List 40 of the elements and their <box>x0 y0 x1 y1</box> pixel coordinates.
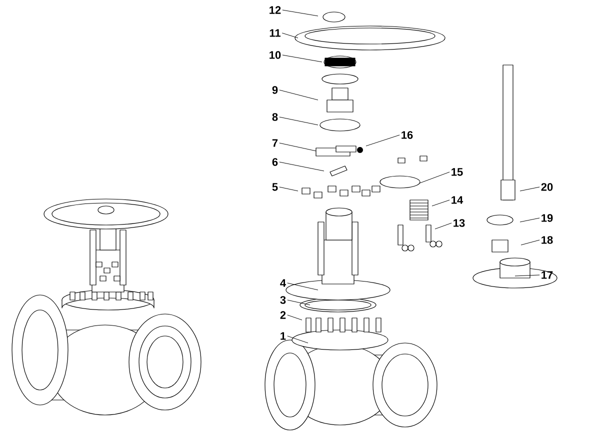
leader-line <box>279 142 316 152</box>
callout-number: 8 <box>272 113 278 121</box>
leader-line <box>282 10 318 16</box>
callout-number: 18 <box>542 236 553 244</box>
leader-line <box>434 222 452 230</box>
callout-number: 19 <box>542 214 553 222</box>
leader-line <box>520 240 540 246</box>
leader-line <box>282 32 298 38</box>
callout-number: 14 <box>452 196 464 204</box>
callout-number: 6 <box>272 158 278 166</box>
leader-line <box>420 172 450 184</box>
callout-number: 16 <box>402 131 413 139</box>
callout-number: 10 <box>270 51 281 59</box>
callout-number: 20 <box>541 183 553 191</box>
leader-line <box>279 186 298 192</box>
callout-number: 3 <box>280 296 286 304</box>
leader-line <box>520 186 540 192</box>
callout-number: 4 <box>280 279 286 287</box>
leader-line <box>287 300 310 306</box>
leader-line <box>520 218 540 222</box>
leader-line <box>287 282 318 290</box>
callout-number: 5 <box>272 183 278 191</box>
leader-line <box>287 314 302 320</box>
leader-line <box>287 336 308 344</box>
leader-line <box>514 274 540 276</box>
callout-number: 1 <box>280 332 286 340</box>
callout-number: 7 <box>272 139 278 147</box>
leader-line <box>279 90 318 100</box>
callout-number: 11 <box>270 29 280 37</box>
leader-line <box>279 162 324 172</box>
leader-line <box>432 200 450 206</box>
leader-line <box>366 134 400 146</box>
callout-number: 17 <box>542 271 553 279</box>
callout-number: 13 <box>454 219 465 227</box>
leader-line <box>282 54 322 62</box>
callout-number: 12 <box>270 6 281 14</box>
callout-number: 9 <box>272 86 278 94</box>
callout-number: 2 <box>280 311 286 319</box>
leader-line <box>279 116 318 126</box>
callout-number: 15 <box>452 168 463 176</box>
